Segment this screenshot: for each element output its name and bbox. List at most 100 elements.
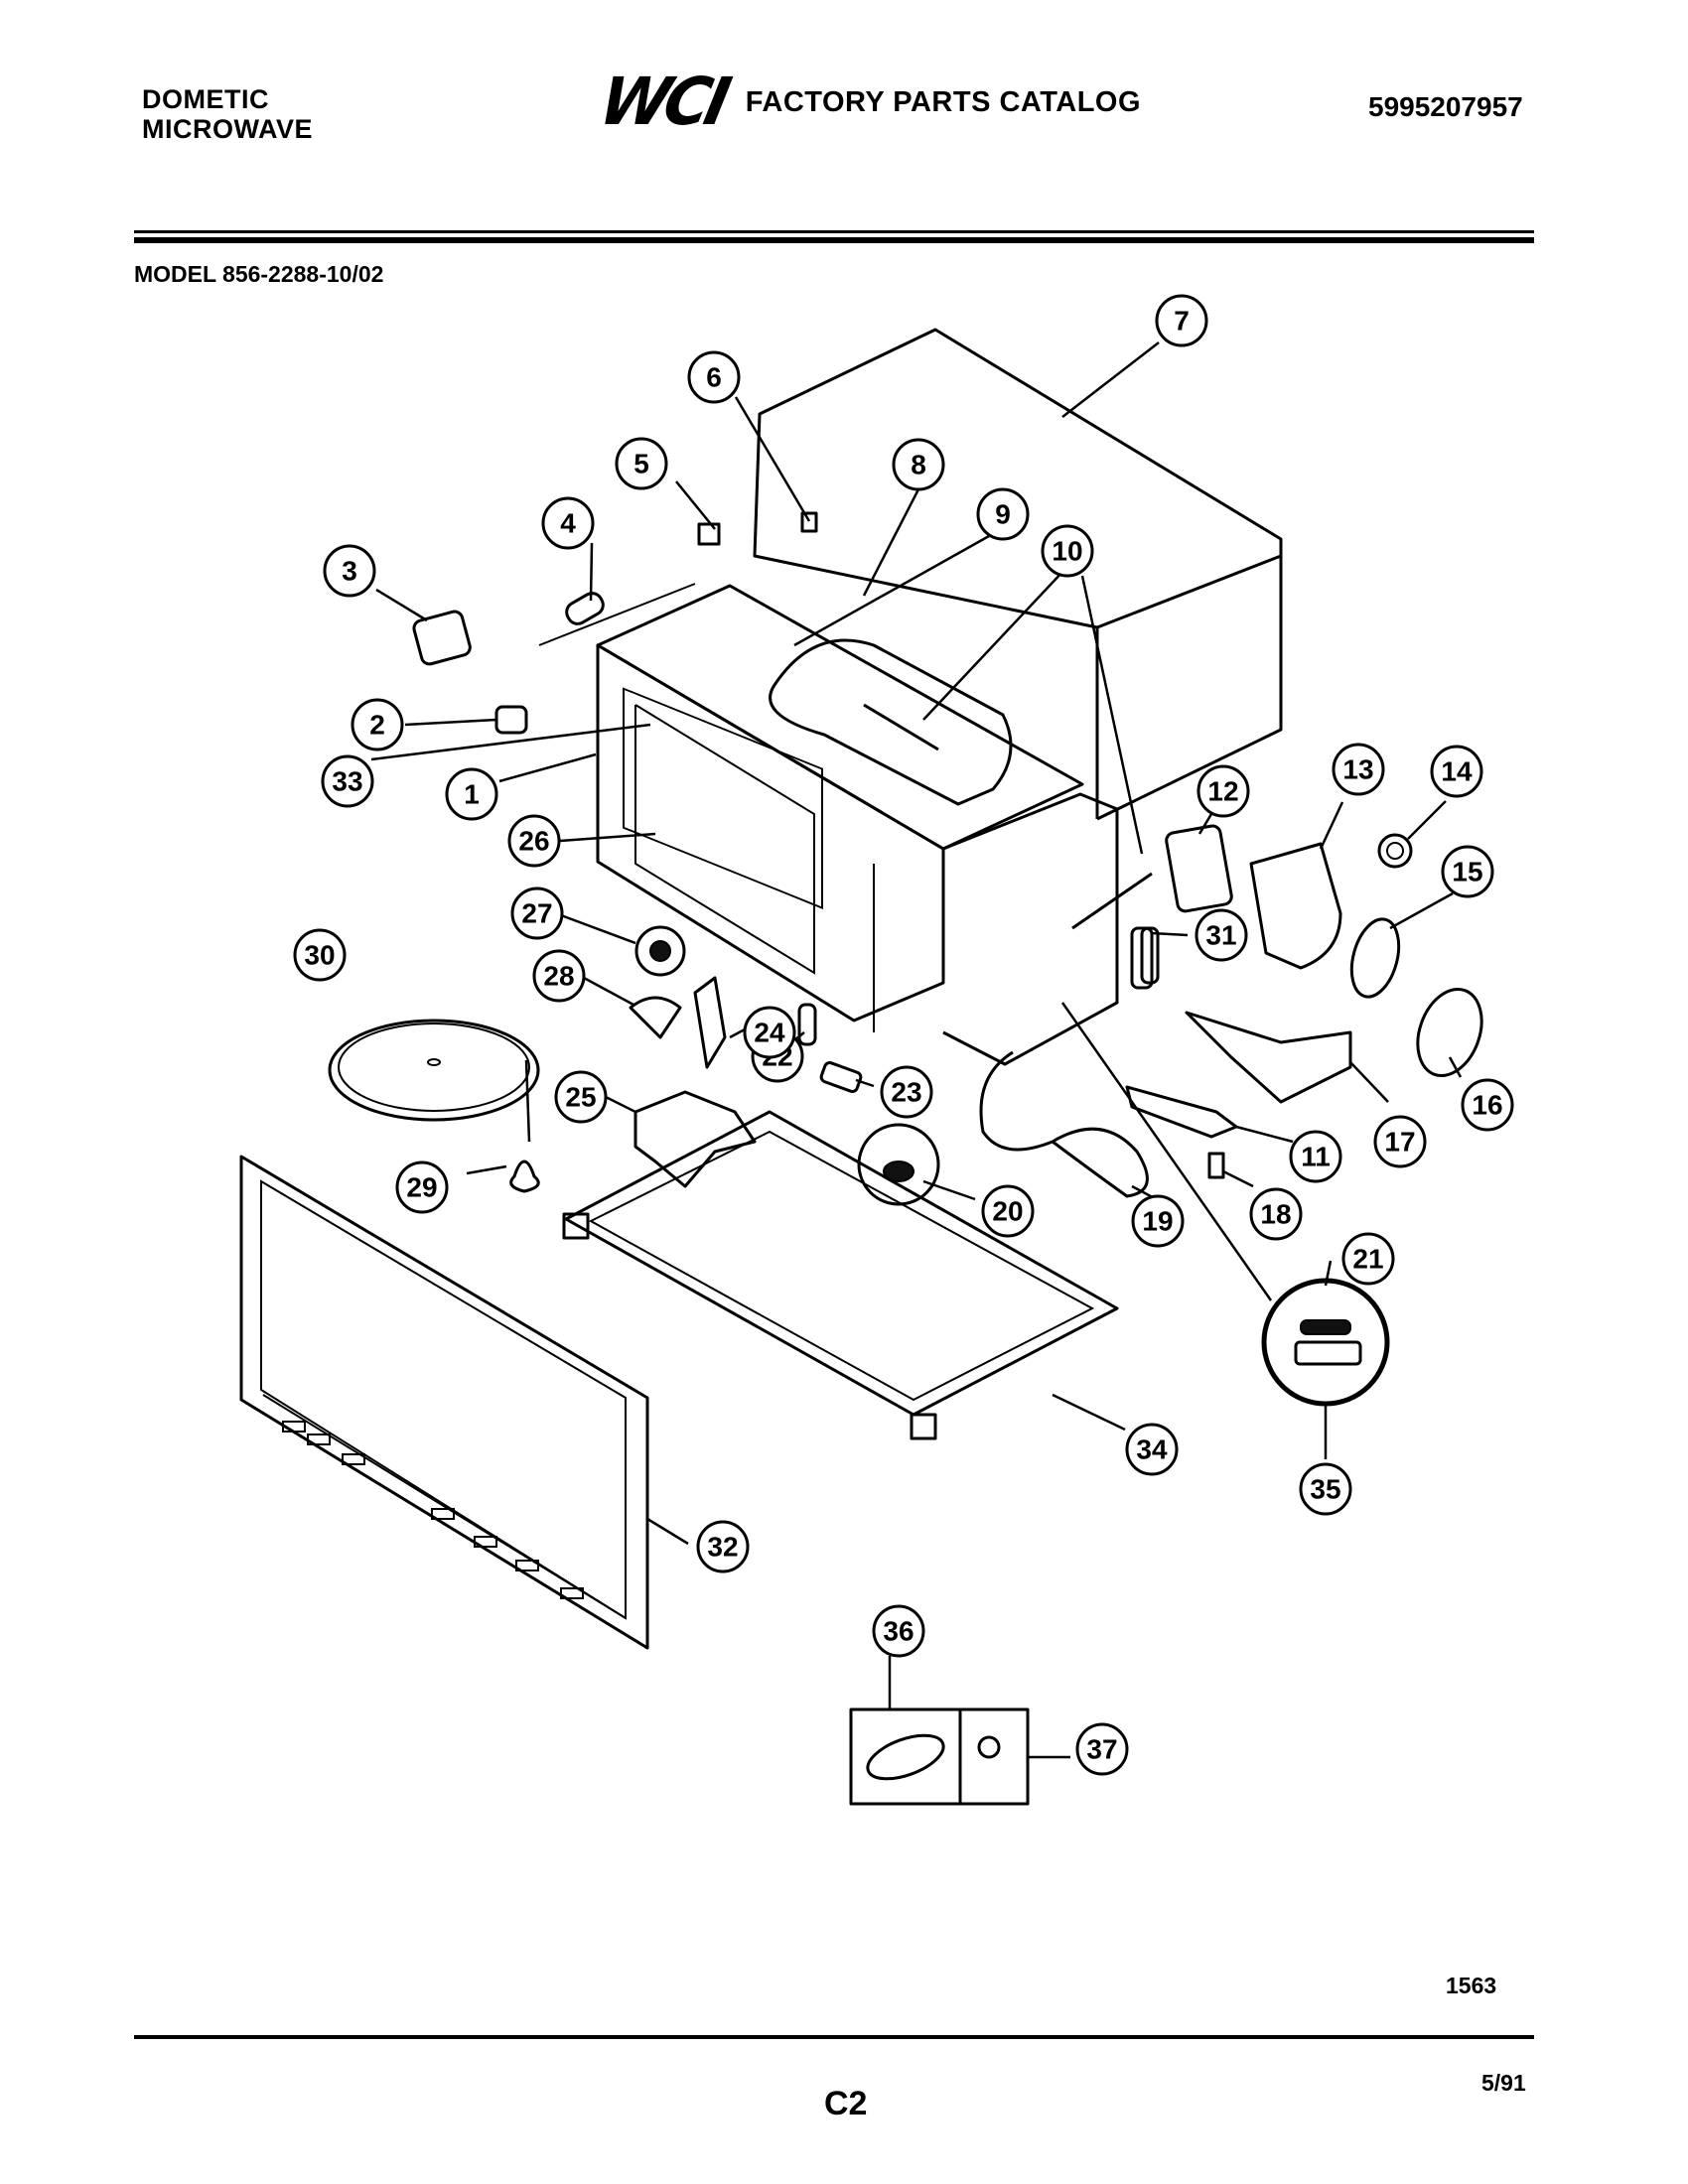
catalog-header: WCI FACTORY PARTS CATALOG — [593, 64, 1142, 140]
callout-27: 27 — [510, 887, 564, 940]
callout-21: 21 — [1341, 1232, 1395, 1286]
rod — [863, 703, 939, 751]
callout-label: 10 — [1052, 536, 1082, 567]
callout-label: 23 — [891, 1077, 921, 1108]
callout-4: 4 — [541, 496, 595, 550]
roller-guide — [629, 996, 682, 1039]
air-guide — [1185, 1011, 1352, 1104]
callout-1: 1 — [445, 767, 498, 821]
fan-blade — [1349, 917, 1401, 999]
callout-37: 37 — [1075, 1722, 1129, 1776]
callout-label: 14 — [1441, 756, 1473, 787]
callout-23: 23 — [880, 1065, 933, 1119]
footer-rule — [134, 2035, 1534, 2039]
switch-actuator — [693, 976, 727, 1069]
callout-9: 9 — [976, 487, 1030, 541]
page-number: C2 — [824, 2085, 868, 2122]
callout-label: 11 — [1301, 1142, 1331, 1172]
glass-tray — [328, 1019, 540, 1122]
model-label: MODEL 856-2288-10/02 — [134, 261, 384, 287]
callout-label: 8 — [911, 450, 926, 480]
outer-cabinet — [753, 328, 1283, 821]
callout-28: 28 — [532, 949, 586, 1003]
callout-label: 21 — [1352, 1244, 1383, 1275]
light-part — [1125, 1085, 1238, 1139]
callout-label: 37 — [1086, 1734, 1117, 1765]
drive-coupler — [509, 1160, 540, 1193]
callout-14: 14 — [1430, 745, 1483, 798]
stirrer-blade — [633, 1090, 757, 1188]
brand-line-2: MICROWAVE — [142, 113, 313, 144]
door-latch — [1140, 926, 1160, 985]
callout-32: 32 — [696, 1520, 750, 1573]
control-panel — [849, 1707, 1030, 1806]
callout-label: 33 — [332, 766, 362, 797]
callout-33: 33 — [321, 754, 374, 808]
callout-label: 16 — [1472, 1090, 1502, 1121]
callout-25: 25 — [554, 1070, 608, 1124]
callout-36: 36 — [872, 1604, 925, 1658]
callout-label: 13 — [1342, 754, 1373, 785]
callout-label: 20 — [992, 1196, 1023, 1227]
callout-label: 24 — [754, 1018, 785, 1048]
power-cord — [979, 1050, 1149, 1198]
callout-label: 31 — [1205, 920, 1236, 951]
callout-20: 20 — [981, 1184, 1035, 1238]
callout-label: 32 — [707, 1532, 738, 1563]
callout-26: 26 — [507, 814, 561, 868]
callout-label: 35 — [1310, 1474, 1340, 1505]
coupling-part — [634, 925, 686, 977]
callout-13: 13 — [1332, 743, 1385, 796]
callout-7: 7 — [1155, 294, 1208, 347]
leader-lines — [370, 341, 1463, 1759]
relay-part — [819, 1061, 863, 1093]
callout-31: 31 — [1195, 908, 1248, 962]
callout-label: 17 — [1384, 1127, 1415, 1158]
brand-name: DOMETIC MICROWAVE — [142, 84, 313, 144]
callout-label: 15 — [1452, 857, 1482, 887]
callout-5: 5 — [615, 437, 668, 490]
callout-label: 18 — [1260, 1199, 1291, 1230]
cover-plate-part — [412, 610, 472, 666]
waveguide — [769, 638, 1013, 806]
motor-bushing — [1377, 833, 1413, 869]
callout-30: 30 — [293, 928, 347, 982]
brand-line-1: DOMETIC — [142, 84, 269, 114]
callout-label: 29 — [406, 1172, 437, 1203]
callout-19: 19 — [1131, 1194, 1185, 1248]
callout-label: 27 — [521, 898, 552, 929]
callout-label: 28 — [543, 961, 574, 992]
callout-label: 3 — [342, 556, 357, 587]
callout-2: 2 — [351, 698, 404, 751]
callout-11: 11 — [1289, 1130, 1342, 1183]
sensor-part — [800, 511, 818, 533]
callout-label: 19 — [1142, 1206, 1173, 1237]
callout-label: 1 — [464, 779, 480, 810]
callout-15: 15 — [1441, 845, 1494, 898]
callout-12: 12 — [1196, 764, 1250, 818]
catalog-title: FACTORY PARTS CATALOG — [745, 85, 1142, 118]
fuse-holder — [797, 1003, 817, 1046]
callout-34: 34 — [1125, 1423, 1179, 1476]
bracket-part — [1165, 824, 1233, 913]
header-rule-bottom — [134, 237, 1534, 243]
callout-label: 25 — [565, 1082, 596, 1113]
thermostat-part — [1130, 926, 1154, 990]
callout-label: 5 — [633, 449, 649, 479]
callout-label: 26 — [518, 826, 549, 857]
catalog-number: 5995207957 — [1368, 91, 1523, 122]
callout-label: 34 — [1136, 1434, 1168, 1465]
callout-8: 8 — [892, 438, 945, 491]
header-rule-top — [134, 230, 1534, 233]
callout-16: 16 — [1461, 1078, 1514, 1132]
oven-cavity — [596, 584, 1119, 1066]
callout-label: 7 — [1174, 306, 1190, 337]
callout-label: 36 — [883, 1616, 914, 1647]
cord-clip — [1207, 1152, 1225, 1179]
drawing-code: 1563 — [1446, 1973, 1497, 1998]
callout-label: 9 — [995, 499, 1011, 530]
callout-label: 30 — [304, 940, 335, 971]
callout-label: 6 — [706, 362, 722, 393]
callout-6: 6 — [687, 350, 741, 404]
